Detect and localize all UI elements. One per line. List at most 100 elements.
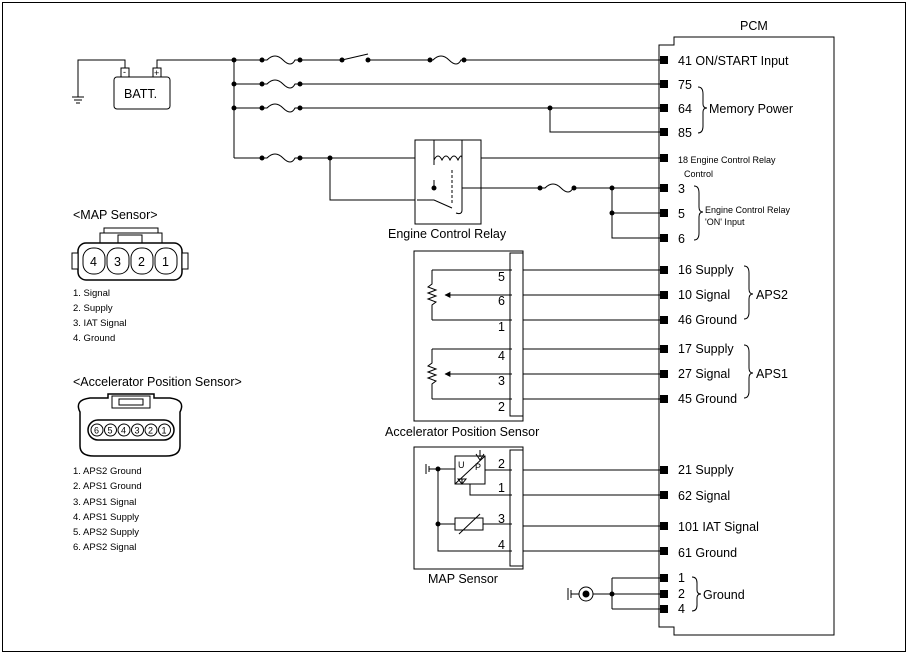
power-junctions	[231, 57, 577, 191]
map-cavity	[130, 247, 154, 275]
aps-pin-5: 5	[498, 270, 505, 284]
aps-pin-numbers: 5 6 1 4 3 2	[498, 270, 505, 414]
pcm-terminal	[660, 395, 668, 403]
aps1-group-label: APS1	[756, 367, 788, 381]
aps-cavity	[90, 423, 104, 437]
aps-cavity-number: 1	[162, 426, 167, 436]
pin-5-label: 5	[678, 207, 685, 221]
aps-connector-title: <Accelerator Position Sensor>	[73, 375, 242, 389]
pcm-pin-labels: 41 ON/START Input 75 6 4 85 18 Engine Con…	[678, 54, 789, 616]
pin-17-label: 17 Supply	[678, 342, 734, 356]
map-block-label: MAP Sensor	[428, 572, 498, 586]
pcm-terminal	[660, 605, 668, 613]
map-pin-numbers: 2 1 3 4	[498, 457, 505, 552]
pcm-group-braces	[691, 86, 754, 612]
map-sensor-block: MAP Sensor U P	[413, 446, 524, 586]
map-legend-4: 4. Ground	[73, 333, 115, 344]
accelerator-position-sensor-block: Accelerator Position Sensor	[385, 250, 539, 439]
pin-18-label-2: Control	[684, 169, 713, 179]
pin-g1-label: 1	[678, 571, 685, 585]
pcm-title: PCM	[740, 19, 768, 33]
pcm-terminal	[660, 234, 668, 242]
map-legend-1: 1. Signal	[73, 288, 110, 299]
battery-ground-wire	[72, 59, 126, 104]
pin-21-label: 21 Supply	[678, 463, 734, 477]
pin-85-label: 85	[678, 126, 692, 140]
aps-cavity	[131, 423, 144, 437]
map-cavity	[106, 247, 130, 275]
pcm-ground-wiring	[567, 577, 661, 610]
battery: - + BATT.	[113, 67, 171, 110]
pcm-terminal	[660, 56, 668, 64]
aps-legend-6: 6. APS2 Signal	[73, 542, 136, 553]
map-cavity-number: 2	[138, 255, 145, 269]
battery-label: BATT.	[124, 87, 157, 101]
pin-g4-label: 4	[678, 602, 685, 616]
pcm-terminal	[660, 316, 668, 324]
pcm-terminal	[660, 547, 668, 555]
aps-cavity-number: 4	[121, 426, 126, 436]
pcm-terminal	[660, 491, 668, 499]
aps-legend-1: 1. APS2 Ground	[73, 466, 142, 477]
aps-cavity	[104, 423, 117, 437]
pin-g2-label: 2	[678, 587, 685, 601]
battery-pos: +	[154, 68, 159, 78]
aps-cavity-number: 5	[108, 426, 113, 436]
pcm-terminal	[660, 522, 668, 530]
pin-61-label: 61 Ground	[678, 546, 737, 560]
pcm-terminal	[660, 345, 668, 353]
pin-10-label: 10 Signal	[678, 288, 730, 302]
map-pin-4: 4	[498, 538, 505, 552]
pin-41-label: 41 ON/START Input	[678, 54, 789, 68]
map-pin-2: 2	[498, 457, 505, 471]
map-p-label: P	[475, 462, 481, 472]
aps-pin-2: 2	[498, 400, 505, 414]
pcm-terminal	[660, 154, 668, 162]
battery-neg: -	[123, 67, 126, 77]
pcm-terminal	[660, 104, 668, 112]
aps-pin-4: 4	[498, 349, 505, 363]
map-connector-title: <MAP Sensor>	[73, 208, 158, 222]
ecr-on-input-label-2: 'ON' Input	[705, 217, 745, 227]
ground-group-label: Ground	[703, 588, 745, 602]
aps-cavity	[144, 423, 158, 437]
pcm-terminal	[660, 128, 668, 136]
map-pin-3: 3	[498, 512, 505, 526]
aps-pin-6: 6	[498, 294, 505, 308]
pcm-terminal	[660, 184, 668, 192]
map-legend-2: 2. Supply	[73, 303, 113, 314]
pcm-terminal	[660, 574, 668, 582]
power-wires	[156, 53, 661, 201]
pin-46-label: 46 Ground	[678, 313, 737, 327]
pcm-terminal	[660, 209, 668, 217]
aps-cavity	[158, 423, 171, 437]
map-cavity	[154, 247, 178, 275]
map-u-label: U	[458, 460, 465, 470]
map-pin-1: 1	[498, 481, 505, 495]
aps-cavity-number: 6	[94, 426, 99, 436]
aps2-group-label: APS2	[756, 288, 788, 302]
aps-block-label: Accelerator Position Sensor	[385, 425, 539, 439]
aps-legend-5: 5. APS2 Supply	[73, 527, 139, 538]
aps-cavity-number: 3	[135, 426, 140, 436]
pcm-terminal	[660, 370, 668, 378]
pin-6-label: 6	[678, 232, 685, 246]
pcm-terminal	[660, 590, 668, 598]
map-cavity-number: 1	[162, 255, 169, 269]
pin-16-label: 16 Supply	[678, 263, 734, 277]
aps-internal	[426, 269, 661, 400]
pin-101-label: 101 IAT Signal	[678, 520, 759, 534]
pin-75-label: 75	[678, 78, 692, 92]
pcm-module: PCM	[658, 19, 835, 636]
aps-pin-3: 3	[498, 374, 505, 388]
aps-legend-4: 4. APS1 Supply	[73, 512, 139, 523]
pin-3-label: 3	[678, 182, 685, 196]
ecr-on-input-label: Engine Control Relay	[705, 205, 791, 215]
pin-45-label: 45 Ground	[678, 392, 737, 406]
pin-18-label: 18 Engine Control Relay	[678, 155, 776, 165]
map-internal	[425, 450, 661, 552]
aps-cavity-number: 2	[148, 426, 153, 436]
